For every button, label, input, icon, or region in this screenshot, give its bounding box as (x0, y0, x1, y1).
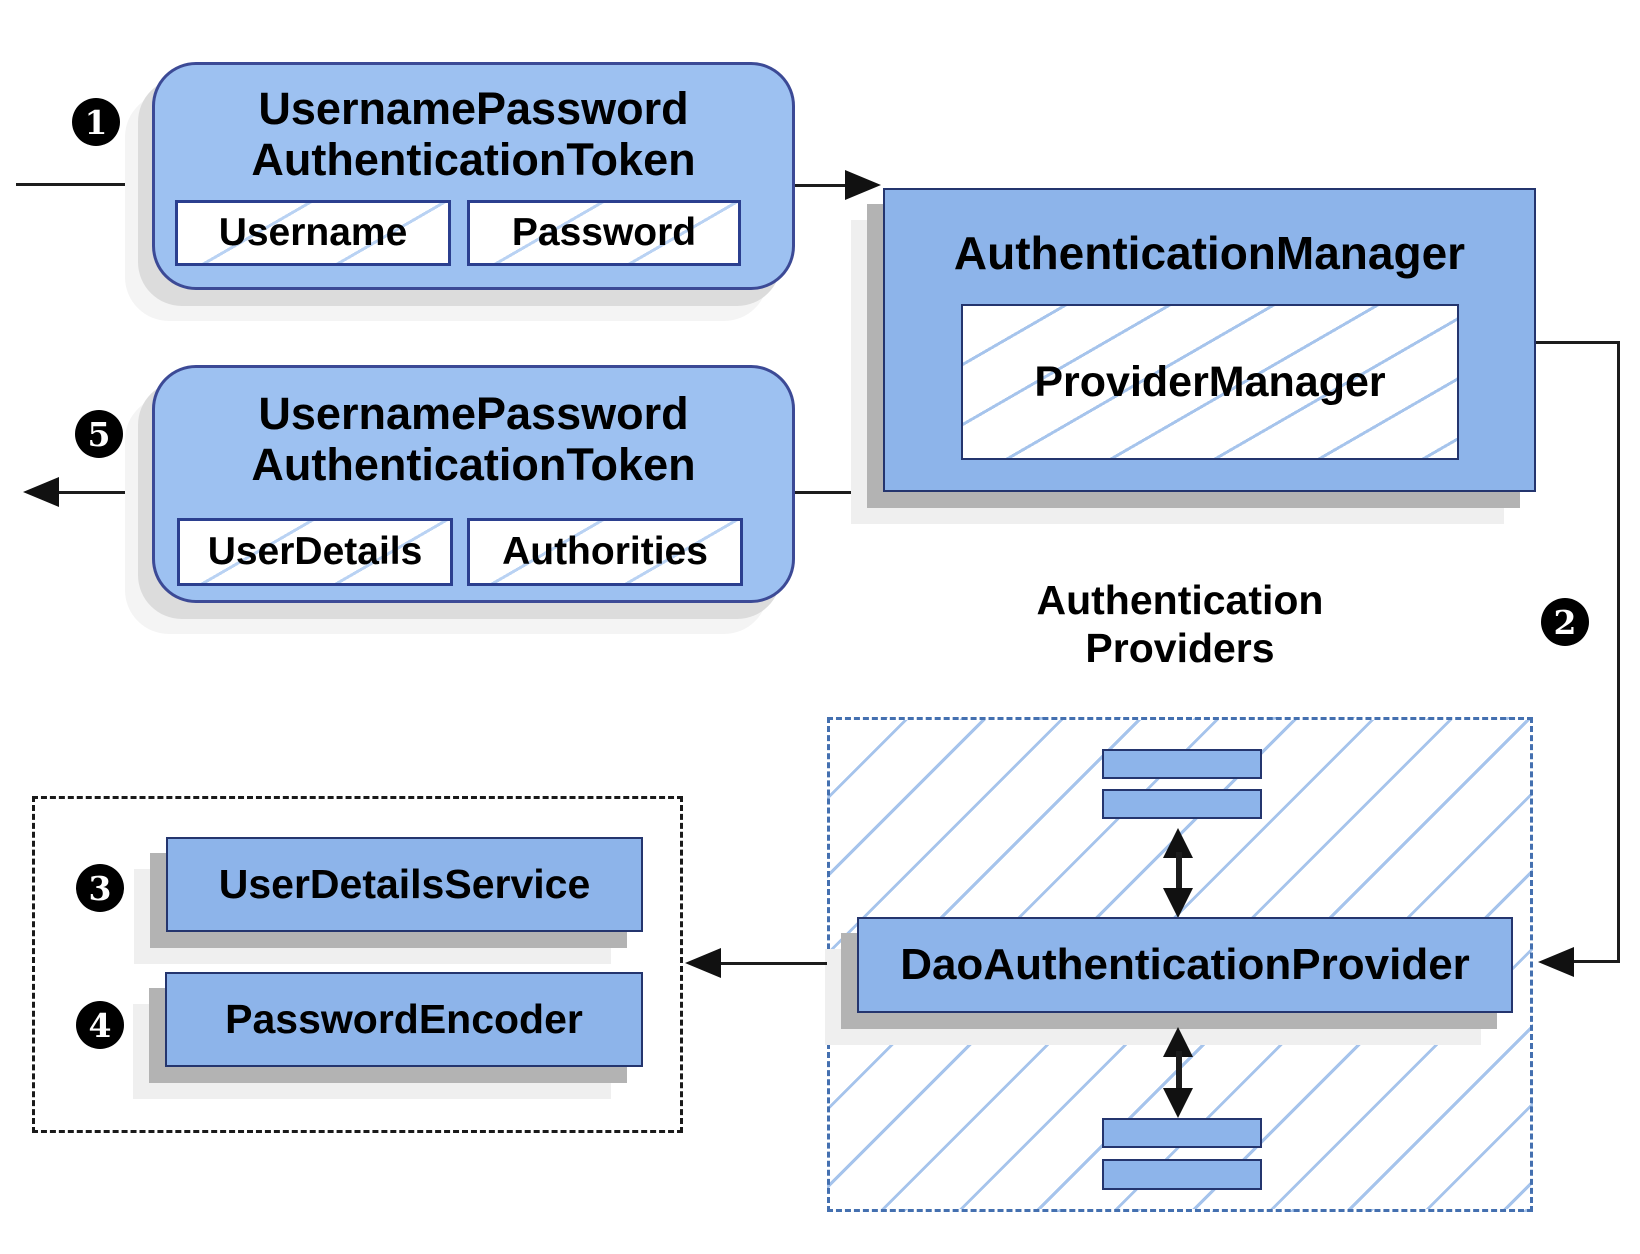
provider-manager-node: ProviderManager (961, 304, 1459, 460)
arrowhead-down-icon (1163, 888, 1193, 918)
response-token-title-line2: AuthenticationToken (251, 439, 696, 490)
authentication-manager-title: AuthenticationManager (953, 227, 1466, 279)
password-encoder-label: PasswordEncoder (225, 996, 583, 1042)
provider-manager-label: ProviderManager (1034, 357, 1386, 406)
connector-step1-line (16, 183, 152, 186)
providers-group-label-line2: Providers (1085, 625, 1275, 671)
authorities-field-label: Authorities (502, 530, 708, 573)
step-badge-5: 5 (75, 410, 123, 458)
providers-group-label: Authentication Providers (930, 576, 1430, 672)
request-token-title: UsernamePassword AuthenticationToken (155, 83, 792, 185)
provider-stack-bottom-icon (1102, 1118, 1262, 1148)
connector-step2-top (1536, 341, 1620, 344)
connector-step1-arrow-line (795, 184, 851, 187)
step-badge-4-number: 4 (88, 1005, 112, 1045)
step-badge-4: 4 (76, 1001, 124, 1049)
username-field: Username (175, 200, 451, 266)
connector-dao-to-services (700, 962, 827, 965)
userdetails-field-label: UserDetails (207, 530, 423, 573)
request-token-node: UsernamePassword AuthenticationToken Use… (152, 62, 795, 290)
step-badge-5-number: 5 (87, 414, 111, 454)
step-badge-1-number: 1 (84, 102, 108, 142)
password-field: Password (467, 200, 741, 266)
step-badge-3-number: 3 (88, 868, 112, 908)
userdetails-field: UserDetails (177, 518, 453, 586)
user-details-service-label: UserDetailsService (218, 861, 591, 907)
arrowhead-left-icon (23, 477, 59, 507)
password-encoder-node: PasswordEncoder (165, 972, 643, 1067)
provider-stack-top-icon (1102, 789, 1262, 819)
connector-double-arrow-bottom (1176, 1051, 1182, 1093)
authentication-manager-node: AuthenticationManager ProviderManager (883, 188, 1536, 492)
user-details-service-node: UserDetailsService (166, 837, 643, 932)
request-token-title-line1: UsernamePassword (258, 83, 689, 134)
provider-stack-bottom-icon (1102, 1159, 1262, 1190)
response-token-node: UsernamePassword AuthenticationToken Use… (152, 365, 795, 603)
step-badge-3: 3 (76, 864, 124, 912)
authorities-field: Authorities (467, 518, 743, 586)
connector-step2-vertical (1617, 341, 1620, 963)
dao-authentication-provider-node: DaoAuthenticationProvider (857, 917, 1513, 1013)
request-token-title-line2: AuthenticationToken (251, 134, 696, 185)
connector-double-arrow-top (1176, 852, 1182, 894)
arrowhead-down-icon (1163, 1088, 1193, 1118)
dao-authentication-provider-label: DaoAuthenticationProvider (900, 940, 1470, 989)
arrowhead-right-icon (845, 170, 881, 200)
arrowhead-left-icon (1538, 947, 1574, 977)
username-field-label: Username (218, 211, 408, 254)
connector-step2-bottom (1560, 960, 1620, 963)
response-token-title-line1: UsernamePassword (258, 388, 689, 439)
step-badge-2-number: 2 (1553, 602, 1577, 642)
response-token-title: UsernamePassword AuthenticationToken (155, 388, 792, 490)
arrowhead-left-icon (685, 948, 721, 978)
password-field-label: Password (511, 211, 697, 254)
providers-group-label-line1: Authentication (1036, 577, 1324, 623)
services-group-box (32, 796, 683, 1133)
provider-stack-top-icon (1102, 749, 1262, 779)
step-badge-2: 2 (1541, 598, 1589, 646)
step-badge-1: 1 (72, 98, 120, 146)
